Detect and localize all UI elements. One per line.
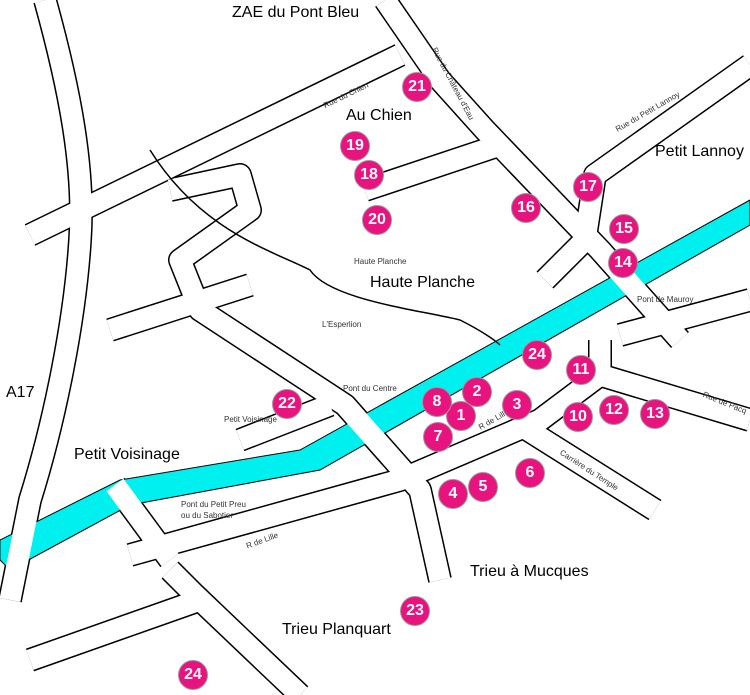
marker-15[interactable]: 15 (609, 214, 639, 244)
area-trieu-mucques: Trieu à Mucques (470, 563, 589, 580)
esperlion-stream (149, 149, 501, 346)
area-a17: A17 (6, 384, 35, 401)
street-petit-voisinage: Petit Voisinage (224, 415, 277, 424)
marker-24-south[interactable]: 24 (178, 660, 208, 690)
marker-18[interactable]: 18 (354, 160, 384, 190)
area-petit-voisinage: Petit Voisinage (74, 446, 180, 463)
marker-24[interactable]: 24 (522, 340, 552, 370)
marker-20[interactable]: 20 (362, 205, 392, 235)
marker-21[interactable]: 21 (402, 72, 432, 102)
area-trieu-planquart: Trieu Planquart (282, 621, 391, 638)
marker-13[interactable]: 13 (640, 399, 670, 429)
marker-7[interactable]: 7 (423, 422, 453, 452)
marker-6[interactable]: 6 (515, 458, 545, 488)
canal (0, 199, 750, 571)
marker-17[interactable]: 17 (573, 172, 603, 202)
marker-16[interactable]: 16 (511, 193, 541, 223)
street-pont-mauroy: Pont de Mauroy (637, 295, 694, 304)
marker-23[interactable]: 23 (400, 596, 430, 626)
marker-12[interactable]: 12 (599, 395, 629, 425)
area-zae: ZAE du Pont Bleu (232, 4, 360, 21)
marker-19[interactable]: 19 (340, 131, 370, 161)
street-esperlion: L'Esperlion (322, 320, 362, 329)
street-pont-petit-preu: Pont du Petit Preu (181, 500, 246, 509)
marker-4[interactable]: 4 (438, 479, 468, 509)
marker-2[interactable]: 2 (462, 377, 492, 407)
area-haute-planche: Haute Planche (370, 274, 475, 291)
marker-8[interactable]: 8 (422, 387, 452, 417)
marker-10[interactable]: 10 (563, 402, 593, 432)
marker-22[interactable]: 22 (272, 389, 302, 419)
area-petit-lannoy: Petit Lannoy (655, 143, 744, 160)
street-haute-planche: Haute Planche (354, 257, 407, 266)
marker-5[interactable]: 5 (468, 472, 498, 502)
area-au-chien: Au Chien (346, 107, 412, 124)
street-pont-centre: Pont du Centre (343, 384, 397, 393)
marker-3[interactable]: 3 (502, 390, 532, 420)
marker-11[interactable]: 11 (566, 355, 596, 385)
street-pont-sabotier: ou du Sabotier (181, 511, 234, 520)
marker-14[interactable]: 14 (608, 248, 638, 278)
